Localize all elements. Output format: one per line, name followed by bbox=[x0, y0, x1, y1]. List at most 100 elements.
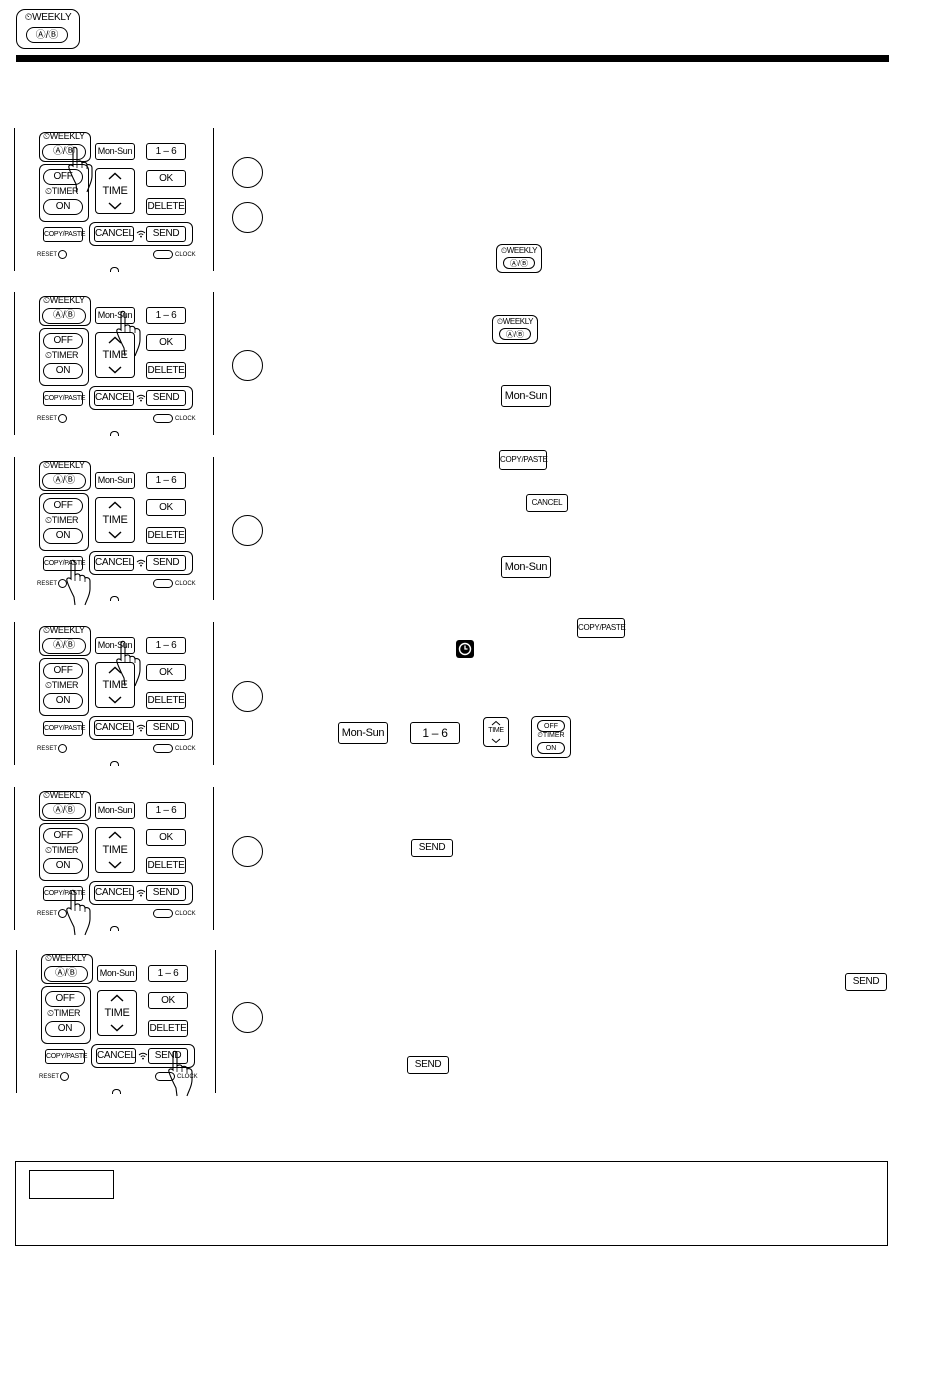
ok-button[interactable]: OK bbox=[148, 992, 188, 1009]
send-button[interactable]: SEND bbox=[146, 226, 186, 242]
send-button[interactable]: SEND bbox=[146, 555, 186, 571]
one-six-button[interactable]: 1 – 6 bbox=[148, 965, 188, 982]
ok-button[interactable]: OK bbox=[146, 664, 186, 681]
ab-button[interactable]: Ⓐ/Ⓑ bbox=[42, 308, 86, 324]
cancel-button[interactable]: CANCEL bbox=[94, 555, 134, 571]
ok-button[interactable]: OK bbox=[146, 499, 186, 516]
weekly-group bbox=[39, 626, 91, 656]
clock-button[interactable] bbox=[153, 579, 173, 588]
reset-button[interactable] bbox=[58, 250, 67, 259]
time-button[interactable]: TIME bbox=[97, 990, 137, 1036]
ab-button[interactable]: Ⓐ/Ⓑ bbox=[42, 473, 86, 489]
reset-button[interactable] bbox=[58, 579, 67, 588]
remote-panel-1: ⏲WEEKLY Ⓐ/Ⓑ Mon-Sun 1 – 6 OFF ⏲TIMER ON … bbox=[14, 128, 214, 272]
timer-off-button[interactable]: OFF bbox=[43, 828, 83, 844]
timer-off-button[interactable]: OFF bbox=[43, 169, 83, 185]
ok-button[interactable]: OK bbox=[146, 170, 186, 187]
time-button[interactable]: TIME bbox=[95, 662, 135, 708]
delete-button[interactable]: DELETE bbox=[146, 198, 186, 215]
timer-label: ⏲TIMER bbox=[45, 350, 79, 360]
clock-button[interactable] bbox=[153, 744, 173, 753]
clock-label: CLOCK bbox=[175, 252, 196, 258]
clock-label: CLOCK bbox=[175, 416, 196, 422]
ab-button[interactable]: Ⓐ/Ⓑ bbox=[44, 966, 88, 982]
timer-on-button[interactable]: ON bbox=[43, 858, 83, 874]
cancel-button[interactable]: CANCEL bbox=[94, 885, 134, 901]
inline-one-six-button: 1 – 6 bbox=[410, 722, 460, 744]
send-button[interactable]: SEND bbox=[146, 885, 186, 901]
timer-on-button[interactable]: ON bbox=[45, 1021, 85, 1037]
timer-on-button[interactable]: ON bbox=[43, 693, 83, 709]
time-button[interactable]: TIME bbox=[95, 497, 135, 543]
timer-group bbox=[39, 823, 89, 881]
timer-on-button[interactable]: ON bbox=[43, 528, 83, 544]
mon-sun-button[interactable]: Mon-Sun bbox=[95, 802, 135, 819]
time-button[interactable]: TIME bbox=[95, 332, 135, 378]
chevron-up-down-icon bbox=[108, 336, 122, 374]
cancel-button[interactable]: CANCEL bbox=[94, 390, 134, 406]
delete-button[interactable]: DELETE bbox=[148, 1020, 188, 1037]
mon-sun-button[interactable]: Mon-Sun bbox=[97, 965, 137, 982]
timer-label: ⏲TIMER bbox=[47, 1008, 81, 1018]
copy-paste-button[interactable]: COPY/PASTE bbox=[45, 1049, 88, 1064]
cancel-button[interactable]: CANCEL bbox=[94, 720, 134, 736]
one-six-button[interactable]: 1 – 6 bbox=[146, 307, 186, 324]
reset-button[interactable] bbox=[60, 1072, 69, 1081]
note-box bbox=[15, 1161, 888, 1246]
timer-on-button[interactable]: ON bbox=[43, 199, 83, 215]
clock-label: CLOCK bbox=[175, 746, 196, 752]
delete-button[interactable]: DELETE bbox=[146, 362, 186, 379]
clock-button[interactable] bbox=[155, 1072, 175, 1081]
timer-on-button[interactable]: ON bbox=[43, 363, 83, 379]
timer-off-button[interactable]: OFF bbox=[43, 663, 83, 679]
reset-button[interactable] bbox=[58, 414, 67, 423]
delete-button[interactable]: DELETE bbox=[146, 857, 186, 874]
cancel-button[interactable]: CANCEL bbox=[94, 226, 134, 242]
inline-copy-paste-button: COPY/PASTE bbox=[499, 450, 548, 470]
inline-time-label: TIME bbox=[488, 727, 504, 734]
copy-paste-button[interactable]: COPY/PASTE bbox=[43, 227, 86, 242]
timer-off-button[interactable]: OFF bbox=[43, 333, 83, 349]
time-label: TIME bbox=[102, 349, 128, 361]
one-six-button[interactable]: 1 – 6 bbox=[146, 143, 186, 160]
delete-button[interactable]: DELETE bbox=[146, 527, 186, 544]
remote-panel-3: ⏲WEEKLY Ⓐ/Ⓑ Mon-Sun 1 – 6 OFF ⏲TIMER ON … bbox=[14, 457, 214, 606]
timer-off-button[interactable]: OFF bbox=[45, 991, 85, 1007]
one-six-button[interactable]: 1 – 6 bbox=[146, 637, 186, 654]
inline-timer-on-off-icon: OFF ⏲TIMER ON bbox=[531, 716, 571, 758]
time-button[interactable]: TIME bbox=[95, 168, 135, 214]
pointing-hand-icon bbox=[68, 146, 93, 193]
weekly-label: ⏲WEEKLY bbox=[43, 295, 85, 305]
send-button[interactable]: SEND bbox=[146, 390, 186, 406]
ok-button[interactable]: OK bbox=[146, 829, 186, 846]
cancel-button[interactable]: CANCEL bbox=[96, 1048, 136, 1064]
ab-button[interactable]: Ⓐ/Ⓑ bbox=[42, 638, 86, 654]
send-button[interactable]: SEND bbox=[146, 720, 186, 736]
time-button[interactable]: TIME bbox=[95, 827, 135, 873]
reset-button[interactable] bbox=[58, 909, 67, 918]
ab-button[interactable]: Ⓐ/Ⓑ bbox=[42, 144, 86, 160]
copy-paste-button[interactable]: COPY/PASTE bbox=[43, 391, 86, 406]
clock-button[interactable] bbox=[153, 250, 173, 259]
note-tag bbox=[29, 1170, 114, 1199]
header-rule bbox=[16, 55, 889, 62]
one-six-button[interactable]: 1 – 6 bbox=[146, 802, 186, 819]
copy-paste-button[interactable]: COPY/PASTE bbox=[43, 721, 86, 736]
clock-button[interactable] bbox=[153, 909, 173, 918]
remote-panel-5: ⏲WEEKLY Ⓐ/Ⓑ Mon-Sun 1 – 6 OFF ⏲TIMER ON … bbox=[14, 787, 214, 936]
send-button[interactable]: SEND bbox=[148, 1048, 188, 1064]
clock-label: CLOCK bbox=[175, 911, 196, 917]
delete-button[interactable]: DELETE bbox=[146, 692, 186, 709]
time-label: TIME bbox=[102, 185, 128, 197]
ok-button[interactable]: OK bbox=[146, 334, 186, 351]
header-weekly-label: ⏲WEEKLY bbox=[24, 12, 72, 23]
mon-sun-button[interactable]: Mon-Sun bbox=[95, 143, 135, 160]
reset-button[interactable] bbox=[58, 744, 67, 753]
one-six-button[interactable]: 1 – 6 bbox=[146, 472, 186, 489]
mon-sun-button[interactable]: Mon-Sun bbox=[95, 472, 135, 489]
clock-button[interactable] bbox=[153, 414, 173, 423]
step-circle-3 bbox=[232, 350, 263, 381]
timer-off-button[interactable]: OFF bbox=[43, 498, 83, 514]
reset-label: RESET bbox=[37, 252, 58, 258]
ab-button[interactable]: Ⓐ/Ⓑ bbox=[42, 803, 86, 819]
